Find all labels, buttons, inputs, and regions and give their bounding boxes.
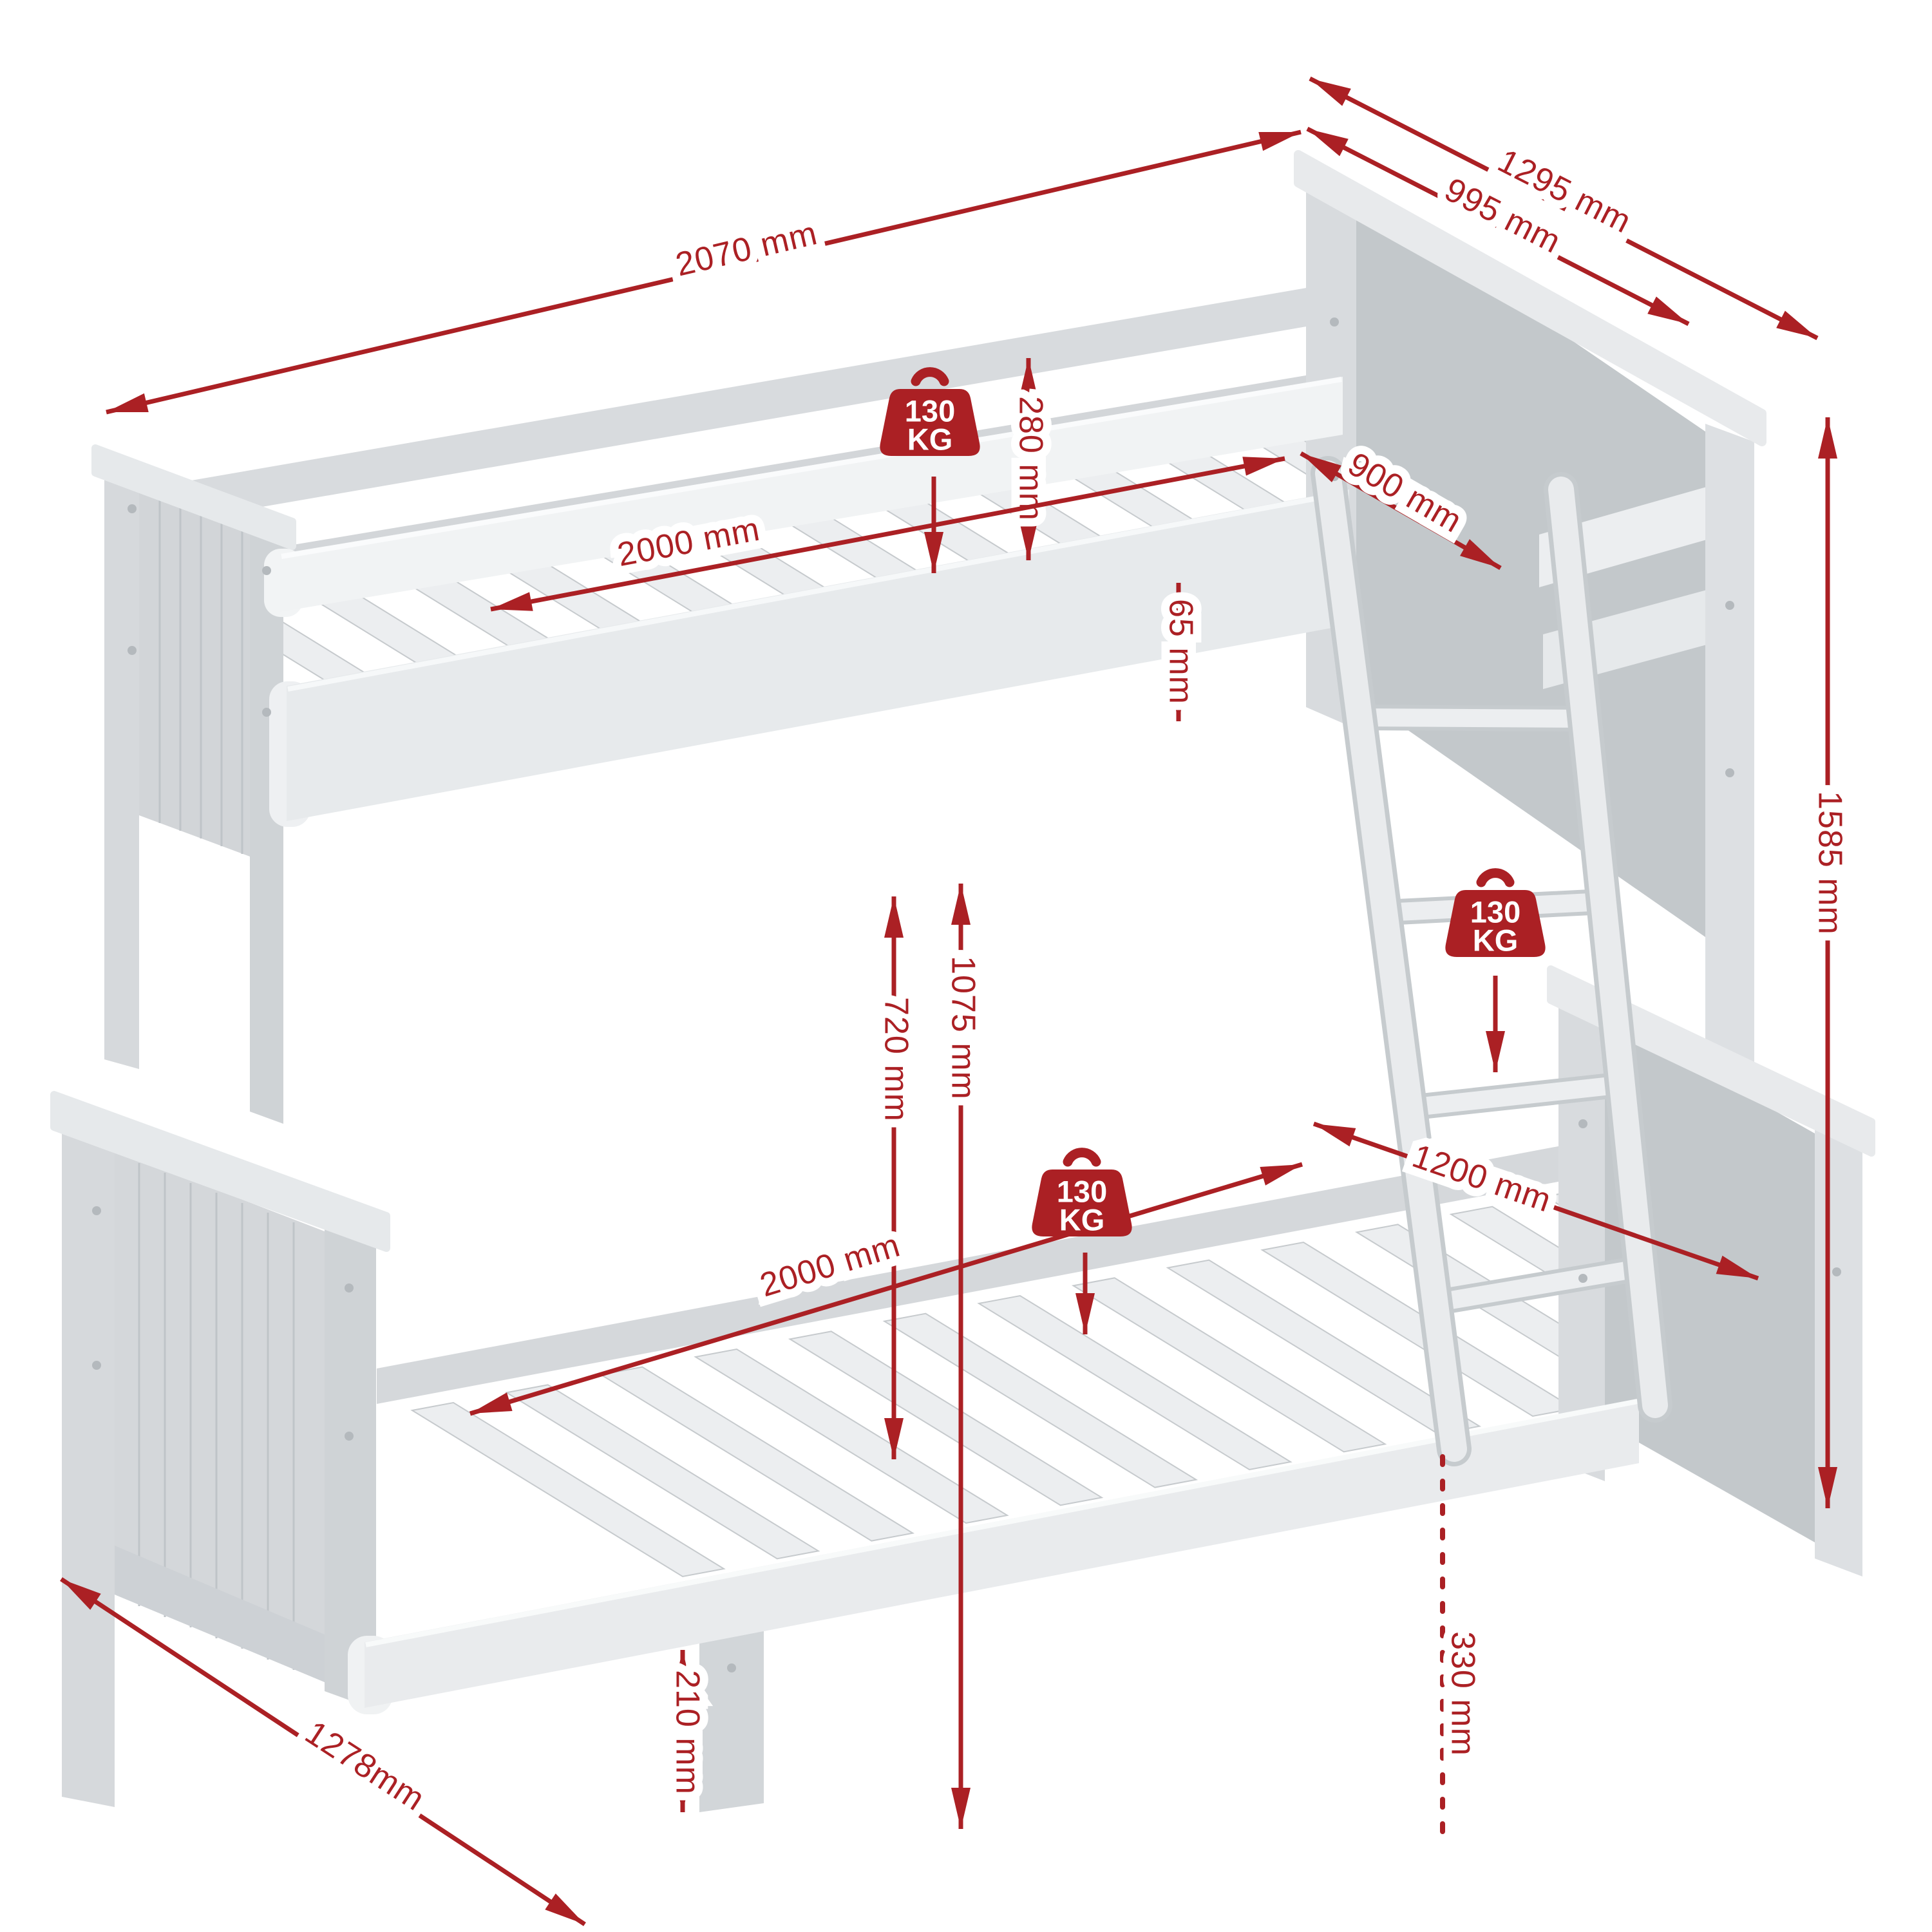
dimension-ladder-foot-height: 330 mm — [1435, 1454, 1490, 1846]
dimension-bottom-width-overall-label: 1278mm — [299, 1714, 431, 1818]
weight-badge-top-unit: KG — [907, 422, 953, 456]
dimension-top-length-overall-label: 2070 mm — [672, 214, 821, 284]
dimension-underside-height-label: 1075 mm — [944, 956, 981, 1100]
dimension-overall-height-label: 1585 mm — [1811, 791, 1848, 935]
slat — [410, 1401, 726, 1578]
weight-badge-ladder: 130 KG — [1445, 868, 1546, 957]
weight-badge-top-value: 130 — [905, 393, 955, 428]
lower-bunk-centre-leg — [699, 1615, 764, 1812]
dimension-floor-clearance: 210 mm — [660, 1650, 714, 1812]
dimension-bunk-clearance-label: 720 mm — [877, 997, 914, 1122]
upper-bunk-left-panel — [91, 444, 296, 1124]
dimension-ladder-foot-height-label: 330 mm — [1444, 1631, 1481, 1756]
dimension-rail-lip-height: 65 mm — [1153, 583, 1208, 721]
weight-badge-bottom-value: 130 — [1057, 1174, 1107, 1208]
lower-bunk-left-panel — [50, 1091, 390, 1807]
weight-badge-top: 130 KG — [880, 367, 980, 456]
weight-icon — [1032, 1148, 1132, 1236]
weight-badge-ladder-value: 130 — [1470, 895, 1520, 929]
weight-badge-bottom: 130 KG — [1032, 1148, 1132, 1236]
weight-badge-ladder-unit: KG — [1473, 923, 1519, 957]
dimension-bunk-clearance: 720 mm — [869, 896, 923, 1459]
dimension-overall-height: 1585 mm — [1803, 417, 1857, 1508]
weight-icon — [1445, 868, 1546, 957]
dimension-floor-clearance-label: 210 mm — [668, 1670, 706, 1795]
dimension-top-length-overall: 2070 mm — [106, 129, 1302, 415]
weight-icon — [880, 367, 980, 456]
dimension-rail-lip-height-label: 65 mm — [1162, 599, 1199, 705]
weight-badge-bottom-unit: KG — [1059, 1202, 1105, 1236]
